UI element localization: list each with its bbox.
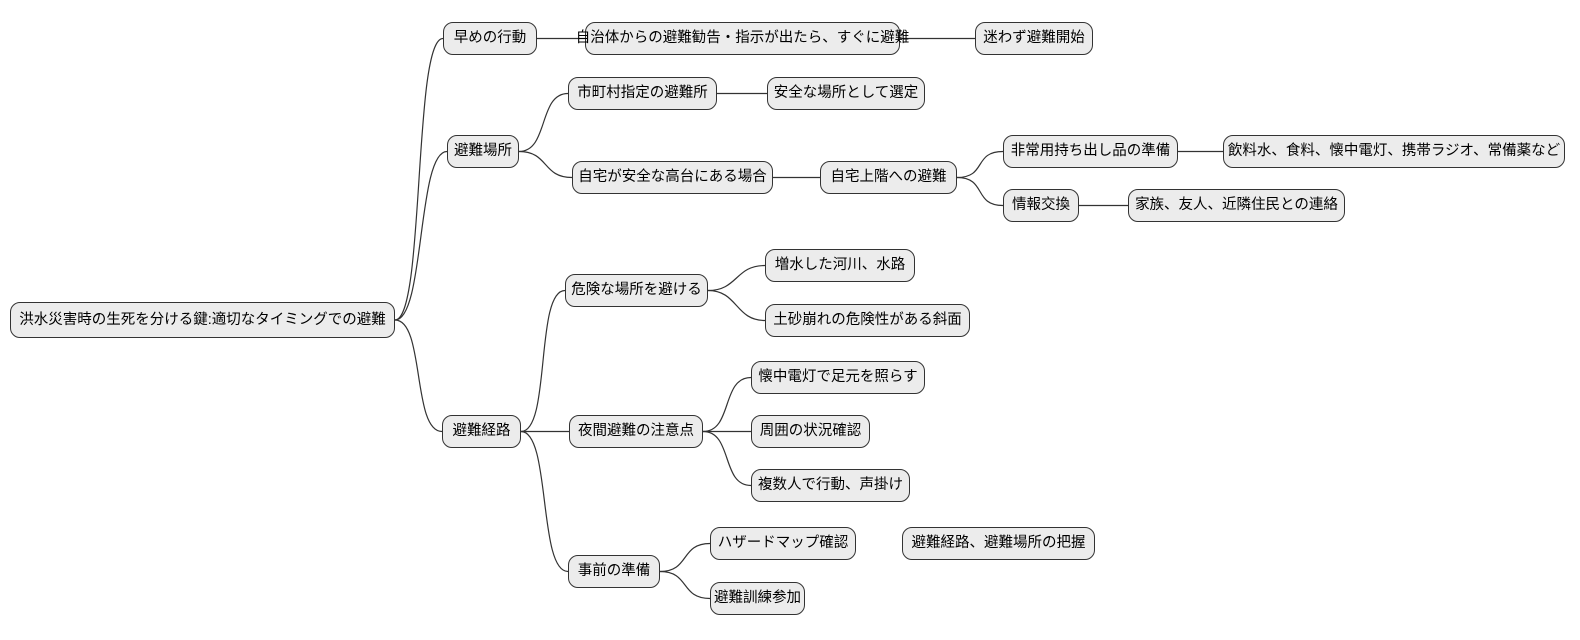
edge-evacuation-site-to-home-on-high-ground — [518, 150, 573, 179]
edge-evacuate-upstairs-to-information-exchange — [956, 176, 1004, 207]
edge-evacuate-upstairs-to-emergency-kit — [956, 150, 1004, 179]
edge-root-to-evacuation-route — [394, 319, 443, 433]
node-root: 洪水災害時の生死を分ける鍵:適切なタイミングでの避難 — [10, 302, 395, 338]
node-swollen-rivers: 増水した河川、水路 — [765, 249, 915, 282]
node-evacuation-site: 避難場所 — [447, 135, 519, 168]
node-avoid-danger: 危険な場所を避ける — [565, 274, 708, 307]
edge-night-evacuation-to-move-in-groups — [702, 430, 752, 487]
node-emergency-kit: 非常用持ち出し品の準備 — [1003, 135, 1178, 168]
edge-evacuation-route-to-advance-preparation — [520, 430, 569, 573]
node-check-surroundings: 周囲の状況確認 — [751, 415, 870, 448]
node-hazard-map-check: ハザードマップ確認 — [710, 527, 856, 560]
node-early-action: 早めの行動 — [443, 22, 537, 55]
node-evacuate-on-advisory: 自治体からの避難勧告・指示が出たら、すぐに避難 — [576, 22, 909, 55]
node-start-without-hesitation: 迷わず避難開始 — [975, 22, 1093, 55]
edge-advance-preparation-to-hazard-map-check — [659, 542, 711, 573]
node-drill-participation: 避難訓練参加 — [710, 582, 805, 615]
node-evacuation-route: 避難経路 — [442, 415, 521, 448]
edge-evacuation-route-to-avoid-danger — [520, 289, 566, 433]
edge-root-to-early-action — [394, 37, 444, 321]
node-evacuate-upstairs: 自宅上階への避難 — [820, 161, 957, 194]
node-advance-preparation: 事前の準備 — [568, 555, 660, 588]
node-municipal-shelter: 市町村指定の避難所 — [568, 77, 717, 110]
node-kit-contents: 飲料水、食料、懐中電灯、携帯ラジオ、常備薬など — [1223, 135, 1565, 168]
node-know-routes-sites: 避難経路、避難場所の把握 — [902, 527, 1095, 560]
node-information-exchange: 情報交換 — [1003, 189, 1079, 222]
edge-avoid-danger-to-landslide-slopes — [707, 289, 766, 322]
node-flashlight-feet: 懐中電灯で足元を照らす — [751, 361, 925, 394]
node-home-on-high-ground: 自宅が安全な高台にある場合 — [572, 161, 773, 194]
edge-evacuation-site-to-municipal-shelter — [518, 92, 569, 153]
edge-root-to-evacuation-site — [394, 150, 448, 321]
node-landslide-slopes: 土砂崩れの危険性がある斜面 — [765, 304, 970, 337]
edge-avoid-danger-to-swollen-rivers — [707, 264, 766, 292]
node-move-in-groups: 複数人で行動、声掛け — [751, 469, 910, 502]
edge-night-evacuation-to-flashlight-feet — [702, 376, 752, 433]
node-selected-as-safe: 安全な場所として選定 — [767, 77, 925, 110]
node-contact-family: 家族、友人、近隣住民との連絡 — [1128, 189, 1345, 222]
edge-advance-preparation-to-drill-participation — [659, 570, 711, 600]
node-night-evacuation: 夜間避難の注意点 — [569, 415, 703, 448]
